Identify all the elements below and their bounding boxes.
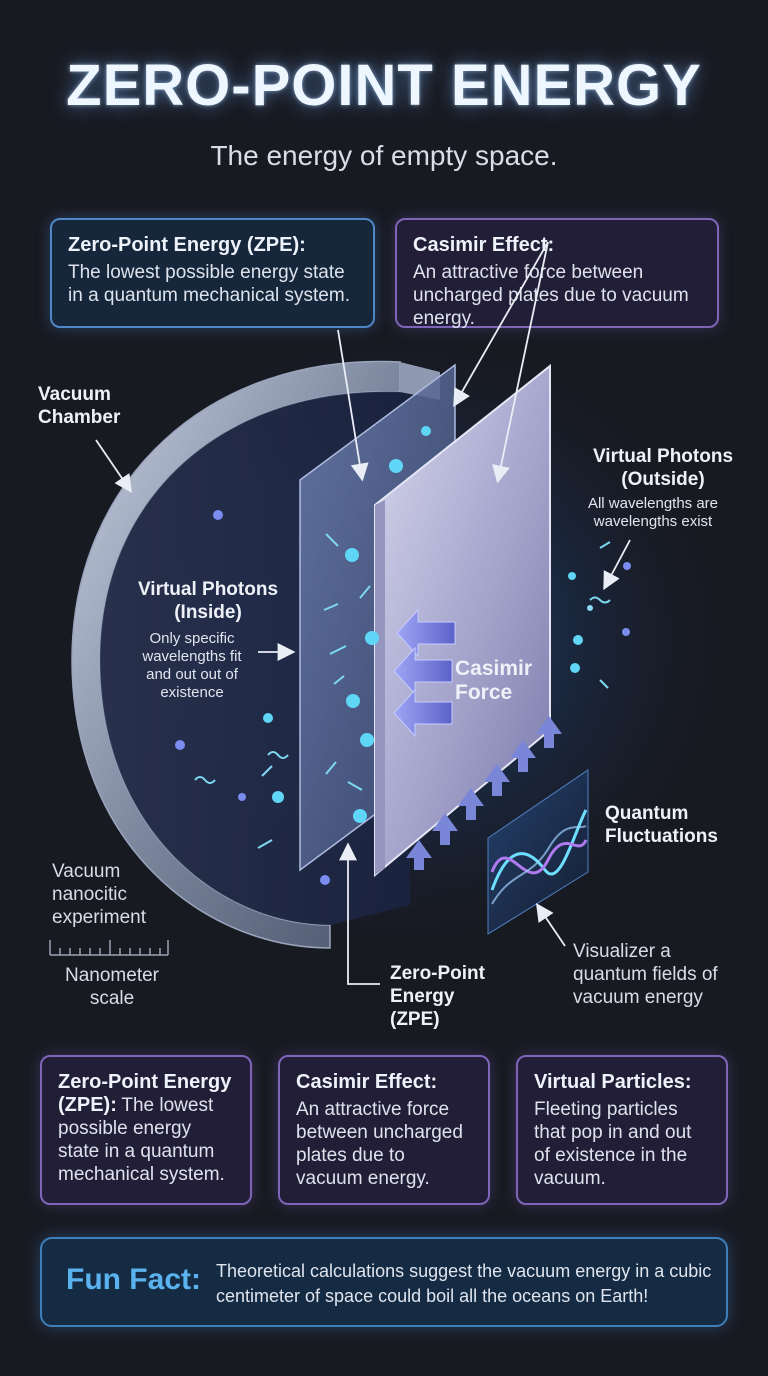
quantum-fluctuations-label: Quantum Fluctuations	[605, 803, 718, 847]
fun-fact-heading: Fun Fact:	[66, 1263, 201, 1296]
casimir-definition-card: Casimir Effect: An attractive force betw…	[395, 218, 719, 329]
casimir-summary-heading: Casimir Effect:	[296, 1071, 438, 1093]
virtual-photons-outside-note: All wavelengths are wavelengths exist	[587, 495, 719, 530]
zpe-card-heading: Zero-Point Energy (ZPE):	[68, 234, 306, 256]
casimir-summary-card: Casimir Effect: An attractive force betw…	[278, 1055, 490, 1205]
zpe-definition-card: Zero-Point Energy (ZPE): The lowest poss…	[50, 218, 375, 328]
zpe-summary-heading: Zero-Point Energy (ZPE):	[58, 1071, 232, 1116]
casimir-summary-text: An attractive force between uncharged pl…	[296, 1099, 463, 1189]
virtual-photons-inside-note: Only specific wavelengths fit and out ou…	[142, 630, 242, 701]
casimir-card-heading: Casimir Effect:	[413, 234, 555, 256]
virtual-particles-text: Fleeting particles that pop in and out o…	[534, 1099, 692, 1189]
quantum-field-visual	[487, 769, 589, 935]
virtual-photons-inside-label: Virtual Photons (Inside)	[137, 579, 279, 623]
page-subtitle: The energy of empty space.	[210, 140, 558, 171]
virtual-particles-heading: Virtual Particles:	[534, 1071, 692, 1093]
casimir-force-arrows	[393, 608, 456, 738]
zpe-diagram-label: Zero-Point Energy (ZPE)	[390, 963, 485, 1030]
zpe-summary-text: The lowest possible energy state in a qu…	[58, 1095, 225, 1185]
fluctuation-arrows	[406, 716, 562, 870]
fun-fact-text: Theoretical calculations suggest the vac…	[216, 1261, 712, 1306]
nanometer-scale-label: Nanometer scale	[65, 965, 159, 1009]
zpe-card-text: The lowest possible energy state in a qu…	[68, 262, 350, 306]
vacuum-chamber-label: Vacuum Chamber	[38, 384, 121, 428]
casimir-force-label: Casimir Force	[455, 657, 533, 704]
virtual-particles-card: Virtual Particles: Fleeting particles th…	[516, 1055, 728, 1205]
casimir-card-text: An attractive force between uncharged pl…	[413, 262, 689, 329]
fun-fact-box: Fun Fact: Theoretical calculations sugge…	[40, 1237, 728, 1327]
visualizer-label: Visualizer a quantum fields of vacuum en…	[573, 941, 718, 1008]
virtual-photons-outside-label: Virtual Photons (Outside)	[592, 446, 734, 490]
zpe-summary-card: Zero-Point Energy (ZPE): The lowest poss…	[40, 1055, 252, 1205]
virtual-photons-outside	[568, 541, 631, 689]
experiment-label: Vacuum nanocitic experiment	[52, 861, 146, 928]
page-title: ZERO-POINT ENERGY	[66, 53, 702, 118]
nanometer-ruler	[49, 940, 169, 956]
